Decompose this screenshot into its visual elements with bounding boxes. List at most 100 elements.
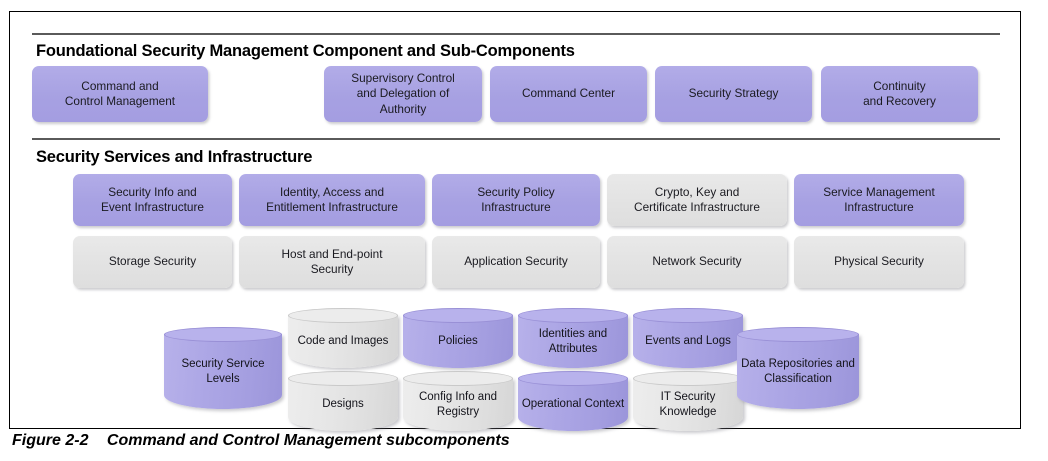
box-label-line1: Crypto, Key and <box>654 184 740 199</box>
box-label-line1: Service Management <box>823 184 935 199</box>
box-label-line2: Entitlement Infrastructure <box>266 200 398 214</box>
box-network-security[interactable]: Network Security <box>607 236 787 288</box>
box-label-line2: and Delegation of <box>356 86 450 101</box>
cylinder-top-ellipse <box>288 371 398 386</box>
box-label-line1: Storage Security <box>108 254 197 269</box>
box-host-and-end-point-security[interactable]: Host and End-point Security <box>239 236 425 288</box>
cylinder-label: Config Info and Registry <box>403 378 513 431</box>
box-label-line1: Security Info and <box>108 184 197 199</box>
figure-caption-number: Figure 2-2 <box>12 432 89 449</box>
cylinder-top-ellipse <box>164 327 282 342</box>
box-label-line2: Certificate Infrastructure <box>634 200 760 214</box>
cylinder-label: Designs <box>288 378 398 431</box>
box-label-line2: Control Management <box>64 94 176 108</box>
box-label-line2: and Recovery <box>863 94 936 108</box>
box-security-policy-infrastructure[interactable]: Security Policy Infrastructure <box>432 174 600 226</box>
cylinder-label: Code and Images <box>288 315 398 368</box>
box-label-line1: Host and End-point <box>281 246 383 261</box>
cylinder-label-line1: Security <box>181 357 223 370</box>
box-security-strategy[interactable]: Security Strategy <box>655 66 812 122</box>
section-divider-top <box>32 33 1000 35</box>
box-command-and-control-management[interactable]: Command and Control Management <box>32 66 208 122</box>
cylinder-body <box>737 334 859 409</box>
cylinder-body <box>164 334 282 409</box>
box-label-line1: Network Security <box>652 254 742 269</box>
cylinder-top-ellipse <box>403 371 513 386</box>
cylinder-label-line2: Logs <box>705 335 731 348</box>
cylinder-label-line1: IT Security <box>660 390 716 403</box>
box-label-line1: Security Strategy <box>688 86 779 101</box>
box-application-security[interactable]: Application Security <box>432 236 600 288</box>
cylinder-label-line2: Context <box>584 398 625 411</box>
cylinder-body <box>518 378 628 431</box>
box-storage-security[interactable]: Storage Security <box>73 236 232 288</box>
box-label-line2: Infrastructure <box>481 200 551 214</box>
section-title-services: Security Services and Infrastructure <box>36 148 313 166</box>
box-security-info-and-event-infrastructure[interactable]: Security Info and Event Infrastructure <box>73 174 232 226</box>
cylinder-label-line1: Identities and <box>538 327 608 340</box>
cylinder-config-info-and-registry[interactable]: Config Info and Registry <box>403 371 513 431</box>
cylinder-body <box>633 378 743 431</box>
cylinder-policies[interactable]: Policies <box>403 308 513 368</box>
cylinder-body <box>403 315 513 368</box>
box-supervisory-control-and-delegation-of-authority[interactable]: Supervisory Control and Delegation of Au… <box>324 66 482 122</box>
box-label-line1: Continuity <box>873 78 926 93</box>
cylinder-it-security-knowledge[interactable]: IT Security Knowledge <box>633 371 743 431</box>
box-command-center[interactable]: Command Center <box>490 66 647 122</box>
cylinder-label-line1: Events and <box>645 335 703 348</box>
box-label-line1: Physical Security <box>834 254 924 269</box>
cylinder-identities-and-attributes[interactable]: Identities and Attributes <box>518 308 628 368</box>
box-continuity-and-recovery[interactable]: Continuity and Recovery <box>821 66 978 122</box>
section-title-foundational: Foundational Security Management Compone… <box>36 42 575 60</box>
cylinder-body <box>288 378 398 431</box>
cylinder-code-and-images[interactable]: Code and Images <box>288 308 398 368</box>
box-label-line2: Infrastructure <box>844 200 914 214</box>
cylinder-top-ellipse <box>518 371 628 386</box>
cylinder-label: IT Security Knowledge <box>633 378 743 431</box>
cylinder-label-line1: Data Repositories <box>741 357 833 370</box>
cylinder-label: Policies <box>403 315 513 368</box>
box-label-line1: Supervisory Control <box>351 71 455 86</box>
cylinder-label-line2: and Classification <box>764 357 855 385</box>
cylinder-operational-context[interactable]: Operational Context <box>518 371 628 431</box>
cylinder-label: Identities and Attributes <box>518 315 628 368</box>
box-label-line1: Application Security <box>464 254 568 269</box>
cylinder-security-service-levels[interactable]: Security Service Levels <box>164 327 282 409</box>
cylinder-events-and-logs[interactable]: Events and Logs <box>633 308 743 368</box>
cylinder-body <box>288 315 398 368</box>
cylinder-label-line2: Attributes <box>548 342 598 355</box>
cylinder-body <box>518 315 628 368</box>
figure-caption-text: Command and Control Management subcompon… <box>106 432 510 449</box>
cylinder-body <box>403 378 513 431</box>
box-label-line1: Command and <box>81 78 159 93</box>
cylinder-label-line1: Policies <box>438 335 478 348</box>
cylinder-label-line2: Knowledge <box>659 405 717 418</box>
cylinder-label-line1: Config Info and <box>418 390 497 403</box>
cylinder-body <box>633 315 743 368</box>
box-crypto-key-and-certificate-infrastructure[interactable]: Crypto, Key and Certificate Infrastructu… <box>607 174 787 226</box>
box-label-line1: Security Policy <box>477 184 555 199</box>
cylinder-label-line2: Registry <box>436 405 480 418</box>
cylinder-label-line2: Service Levels <box>206 357 265 385</box>
cylinder-data-repositories-and-classification[interactable]: Data Repositories and Classification <box>737 327 859 409</box>
box-label-line2: Security <box>310 262 354 276</box>
box-service-management-infrastructure[interactable]: Service Management Infrastructure <box>794 174 964 226</box>
cylinder-label: Operational Context <box>518 378 628 431</box>
figure-frame: Foundational Security Management Compone… <box>9 11 1021 431</box>
cylinder-label: Events and Logs <box>633 315 743 368</box>
cylinder-label-line1: Code and <box>297 335 348 348</box>
box-label-line1: Identity, Access and <box>279 184 385 199</box>
cylinder-designs[interactable]: Designs <box>288 371 398 431</box>
cylinder-top-ellipse <box>403 308 513 323</box>
box-label-line1: Command Center <box>521 86 616 101</box>
box-physical-security[interactable]: Physical Security <box>794 236 964 288</box>
cylinder-label: Data Repositories and Classification <box>737 334 859 409</box>
cylinder-top-ellipse <box>737 327 859 342</box>
cylinder-label-line1: Designs <box>322 398 364 411</box>
cylinder-label-line1: Operational <box>521 398 582 411</box>
box-identity-access-and-entitlement-infrastructure[interactable]: Identity, Access and Entitlement Infrast… <box>239 174 425 226</box>
cylinder-top-ellipse <box>633 308 743 323</box>
figure-caption: Figure 2-2 Command and Control Managemen… <box>12 432 510 450</box>
cylinder-label-line2: Images <box>350 335 389 348</box>
cylinder-top-ellipse <box>518 308 628 323</box>
